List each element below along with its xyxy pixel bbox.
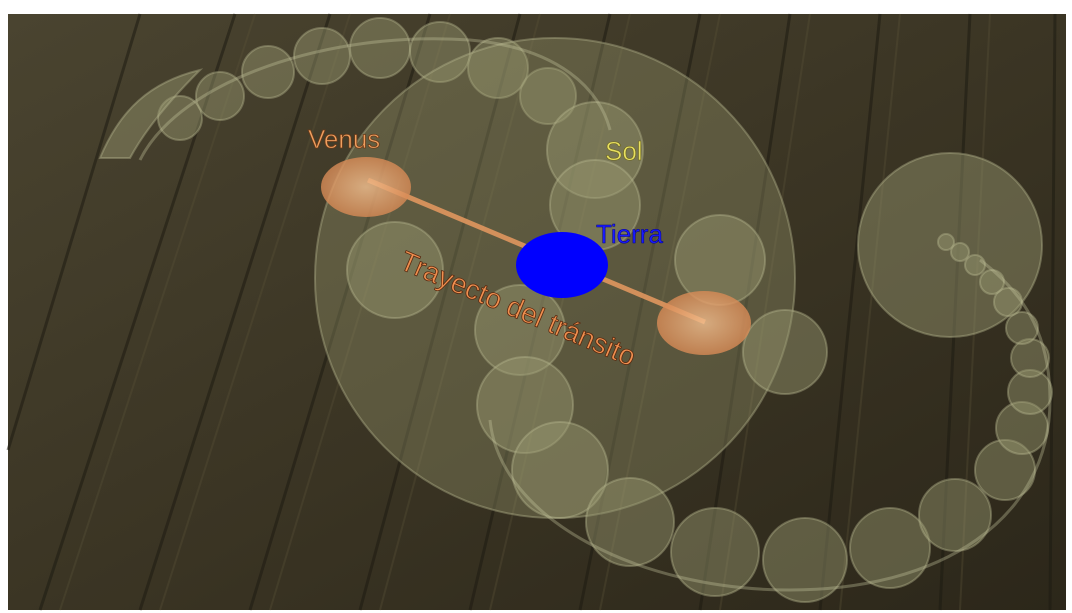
sol-label: Sol xyxy=(605,136,643,166)
tierra-disc xyxy=(516,232,608,298)
venus-disc-right xyxy=(657,291,751,355)
tierra-label: Tierra xyxy=(596,219,663,249)
venus-label: Venus xyxy=(308,124,380,154)
venus-disc-left xyxy=(321,157,411,217)
formation-outlines xyxy=(138,37,1052,592)
